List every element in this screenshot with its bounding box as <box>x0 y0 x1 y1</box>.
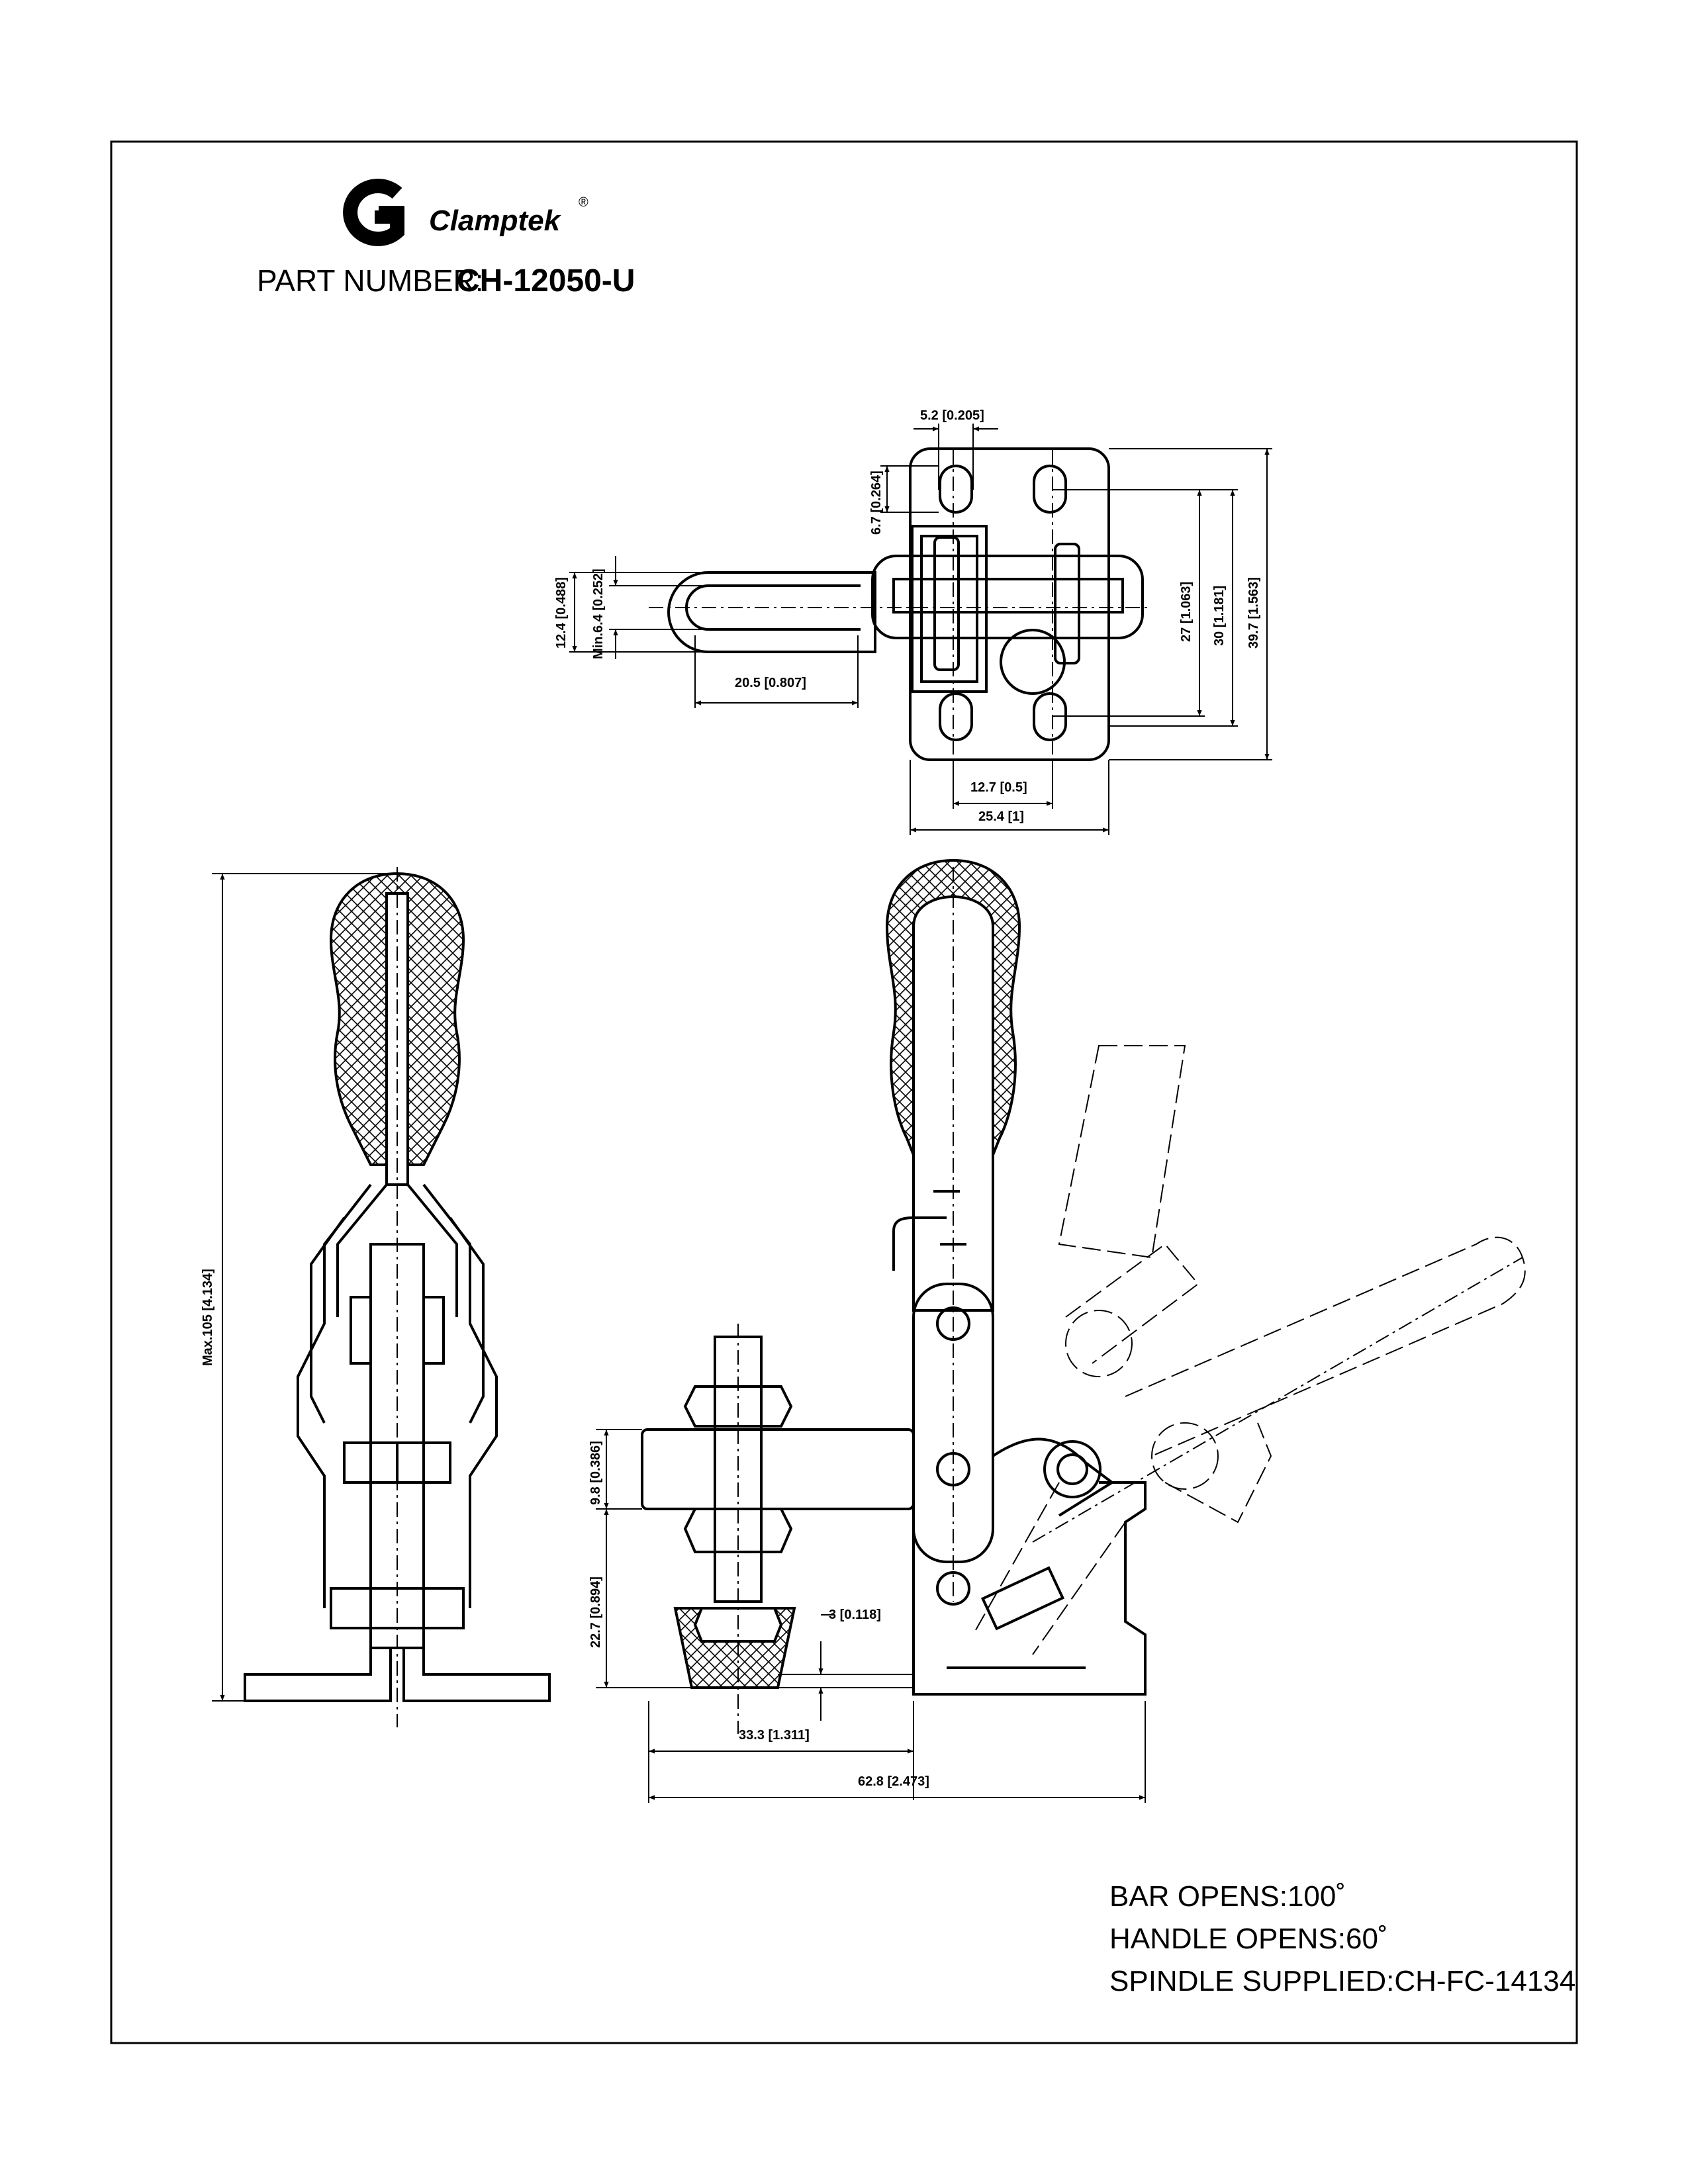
part-number: CH-12050-U <box>457 263 635 298</box>
dim-12-7: 12.7 [0.5] <box>970 780 1027 795</box>
nut-top <box>683 1385 793 1428</box>
pin <box>1054 543 1080 664</box>
dim-max-105: Max.105 [4.134] <box>201 1269 215 1366</box>
dim-30: 30 [1.181] <box>1212 586 1227 646</box>
base-plate <box>909 447 1110 761</box>
part-number-label: PART NUMBER: <box>257 263 484 298</box>
dim-33-3: 33.3 [1.311] <box>739 1728 810 1743</box>
note-spindle: SPINDLE SUPPLIED:CH-FC-14134 <box>1109 1965 1575 1997</box>
dim-27: 27 [1.063] <box>1179 582 1194 642</box>
base-foot-front <box>244 1628 551 1702</box>
clamp-bar-side <box>641 1428 915 1510</box>
dim-39-7: 39.7 [1.563] <box>1246 577 1261 649</box>
note-handle-opens: HANDLE OPENS:60˚ <box>1109 1923 1388 1955</box>
top-view <box>667 447 1144 761</box>
clamp-bar-slot <box>892 578 1124 614</box>
dim-22-7: 22.7 [0.894] <box>588 1576 603 1648</box>
front-dimensions <box>212 873 397 1702</box>
body-frame <box>911 525 988 693</box>
side-view <box>641 858 1147 1696</box>
registered-mark: ® <box>579 195 588 210</box>
top-dimensions <box>569 424 1272 835</box>
open-position-phantom <box>972 1045 1526 1655</box>
dim-12-4: 12.4 [0.488] <box>554 577 569 649</box>
brand-logo: Clamptek ® <box>343 179 588 246</box>
side-dimensions <box>596 1429 1146 1803</box>
dim-6-7: 6.7 [0.264] <box>869 471 884 535</box>
dim-5-2: 5.2 [0.205] <box>920 408 984 423</box>
dim-62-8: 62.8 [2.473] <box>858 1774 929 1789</box>
mount-slot <box>939 692 973 741</box>
dim-3: 3 [0.118] <box>829 1608 881 1622</box>
nut-bottom <box>683 1508 793 1553</box>
handle-top <box>667 571 876 653</box>
dim-min-6-4: Min.6.4 [0.252] <box>591 569 606 659</box>
note-bar-opens: BAR OPENS:100˚ <box>1109 1880 1346 1913</box>
dim-20-5: 20.5 [0.807] <box>735 676 806 690</box>
logo-mark-icon <box>343 179 404 246</box>
pivot-1 <box>936 1306 970 1341</box>
pivot-4 <box>1043 1440 1102 1498</box>
body <box>912 1481 1147 1696</box>
clamp-bar <box>871 555 1144 639</box>
body-frame-inner <box>920 535 978 683</box>
mount-slot <box>939 465 973 514</box>
handle-shank <box>912 895 994 1312</box>
pivot-3 <box>936 1571 970 1606</box>
dim-25-4: 25.4 [1] <box>978 809 1024 824</box>
brand-name: Clamptek <box>429 205 562 237</box>
pin <box>933 536 960 671</box>
sheet-border <box>110 140 1578 2044</box>
dim-9-8: 9.8 [0.386] <box>588 1441 603 1505</box>
pivot <box>1000 629 1066 695</box>
